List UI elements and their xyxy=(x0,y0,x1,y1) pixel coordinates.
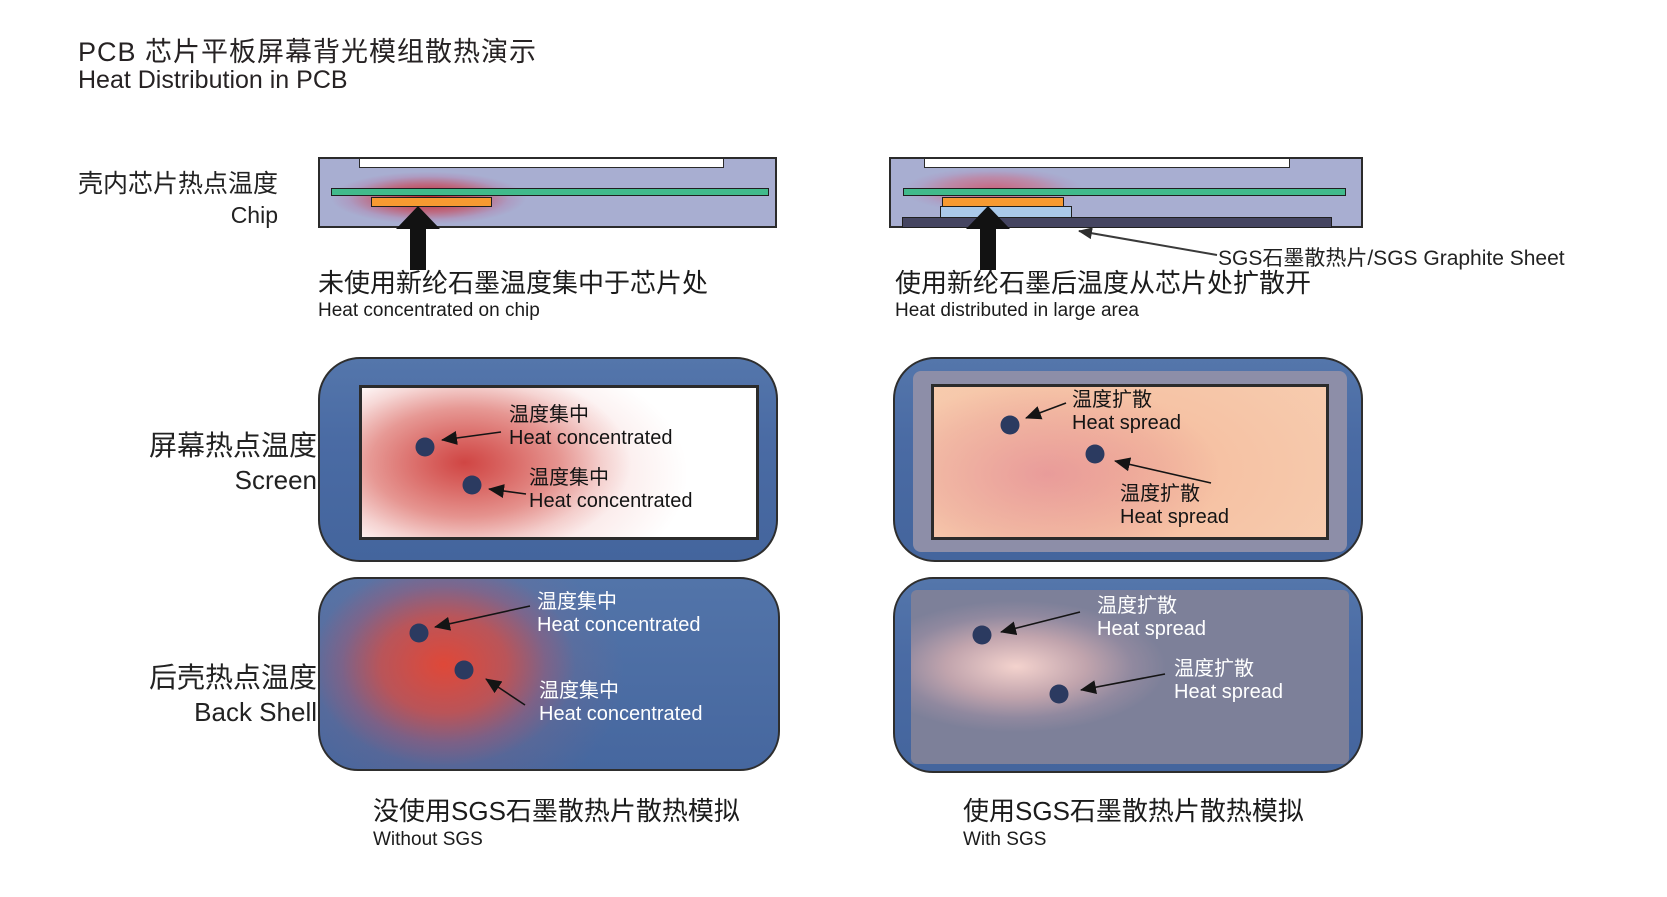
caption-en: With SGS xyxy=(963,829,1047,850)
chip-cross-section-with-sgs xyxy=(889,157,1363,228)
annotation-zh: 温度集中 xyxy=(529,467,609,489)
top-cover-slot xyxy=(359,159,724,168)
annotation-zh: 温度集中 xyxy=(539,680,619,702)
chip-cross-section-without-sgs xyxy=(318,157,777,228)
annotation-zh: 温度集中 xyxy=(537,591,617,613)
page-title-zh: PCB 芯片平板屏幕背光模组散热演示 xyxy=(78,37,538,67)
row-label-chip-en: Chip xyxy=(230,202,278,228)
annotation-en: Heat spread xyxy=(1097,618,1206,640)
annotation-heat-spread: 温度扩散 Heat spread xyxy=(1072,389,1181,435)
row-label-chip-zh: 壳内芯片热点温度 xyxy=(77,170,278,198)
caption-heat-concentrated-on-chip: 未使用新纶石墨温度集中于芯片处 Heat concentrated on chi… xyxy=(318,268,708,323)
row-label-back-shell-zh: 后壳热点温度 xyxy=(148,662,317,693)
row-label-chip: 壳内芯片热点温度 Chip xyxy=(0,169,278,231)
sgs-graphite-sheet-label: SGS石墨散热片/SGS Graphite Sheet xyxy=(1218,247,1565,270)
row-label-screen-en: Screen xyxy=(234,465,317,495)
annotation-en: Heat spread xyxy=(1120,506,1229,528)
top-cover-slot xyxy=(924,159,1290,168)
annotation-heat-concentrated: 温度集中 Heat concentrated xyxy=(509,404,672,450)
pointer-line xyxy=(1078,227,1218,256)
caption-en: Heat concentrated on chip xyxy=(318,300,540,321)
hotspot-dot xyxy=(409,623,429,643)
caption-zh: 使用新纶石墨后温度从芯片处扩散开 xyxy=(895,268,1312,298)
pcb-board-bar xyxy=(903,188,1346,196)
row-label-screen-zh: 屏幕热点温度 xyxy=(148,430,317,461)
screen-panel-without-sgs: 温度集中 Heat concentrated 温度集中 Heat concent… xyxy=(318,357,778,562)
back-shell-panel-with-sgs: 温度扩散 Heat spread 温度扩散 Heat spread xyxy=(893,577,1363,773)
annotation-en: Heat concentrated xyxy=(509,427,673,449)
annotation-en: Heat spread xyxy=(1174,681,1283,703)
annotation-en: Heat concentrated xyxy=(539,703,703,725)
annotation-zh: 温度扩散 xyxy=(1097,595,1177,617)
screen-surface-hotspot xyxy=(359,385,759,540)
pcb-board-bar xyxy=(331,188,769,196)
annotation-zh: 温度扩散 xyxy=(1120,483,1200,505)
annotation-zh: 温度扩散 xyxy=(1072,389,1152,411)
annotation-arrow xyxy=(485,678,526,706)
up-arrow-shape xyxy=(396,206,440,270)
caption-zh: 使用SGS石墨散热片散热模拟 xyxy=(963,796,1304,826)
row-label-screen: 屏幕热点温度 Screen xyxy=(0,429,317,497)
sgs-graphite-sheet-bar xyxy=(902,217,1332,228)
up-arrow-shape xyxy=(966,206,1010,270)
annotation-en: Heat concentrated xyxy=(537,614,701,636)
caption-en: Without SGS xyxy=(373,829,483,850)
caption-en: Heat distributed in large area xyxy=(895,300,1139,321)
annotation-heat-concentrated: 温度集中 Heat concentrated xyxy=(537,591,700,637)
caption-heat-distributed: 使用新纶石墨后温度从芯片处扩散开 Heat distributed in lar… xyxy=(895,268,1311,323)
annotation-arrow xyxy=(434,605,531,631)
caption-with-sgs: 使用SGS石墨散热片散热模拟 With SGS xyxy=(963,795,1304,852)
screen-panel-with-sgs: 温度扩散 Heat spread 温度扩散 Heat spread xyxy=(893,357,1363,562)
row-label-back-shell-en: Back Shell xyxy=(194,697,317,727)
caption-zh: 未使用新纶石墨温度集中于芯片处 xyxy=(318,268,709,298)
annotation-en: Heat concentrated xyxy=(529,490,693,512)
annotation-heat-spread: 温度扩散 Heat spread xyxy=(1120,483,1229,529)
annotation-zh: 温度集中 xyxy=(509,404,589,426)
hotspot-dot xyxy=(454,660,474,680)
annotation-heat-concentrated: 温度集中 Heat concentrated xyxy=(539,680,702,726)
caption-zh: 没使用SGS石墨散热片散热模拟 xyxy=(373,796,740,826)
chip-bar xyxy=(371,197,492,207)
back-shell-panel-without-sgs: 温度集中 Heat concentrated 温度集中 Heat concent… xyxy=(318,577,780,771)
row-label-back-shell: 后壳热点温度 Back Shell xyxy=(0,661,317,729)
annotation-heat-concentrated: 温度集中 Heat concentrated xyxy=(529,467,692,513)
annotation-zh: 温度扩散 xyxy=(1174,658,1254,680)
annotation-en: Heat spread xyxy=(1072,412,1181,434)
page-title-en: Heat Distribution in PCB xyxy=(78,66,348,94)
heat-source-arrow-right xyxy=(966,206,1010,270)
annotation-heat-spread: 温度扩散 Heat spread xyxy=(1174,658,1283,704)
annotation-heat-spread: 温度扩散 Heat spread xyxy=(1097,595,1206,641)
heat-source-arrow-left xyxy=(396,206,440,270)
caption-without-sgs: 没使用SGS石墨散热片散热模拟 Without SGS xyxy=(373,795,740,852)
